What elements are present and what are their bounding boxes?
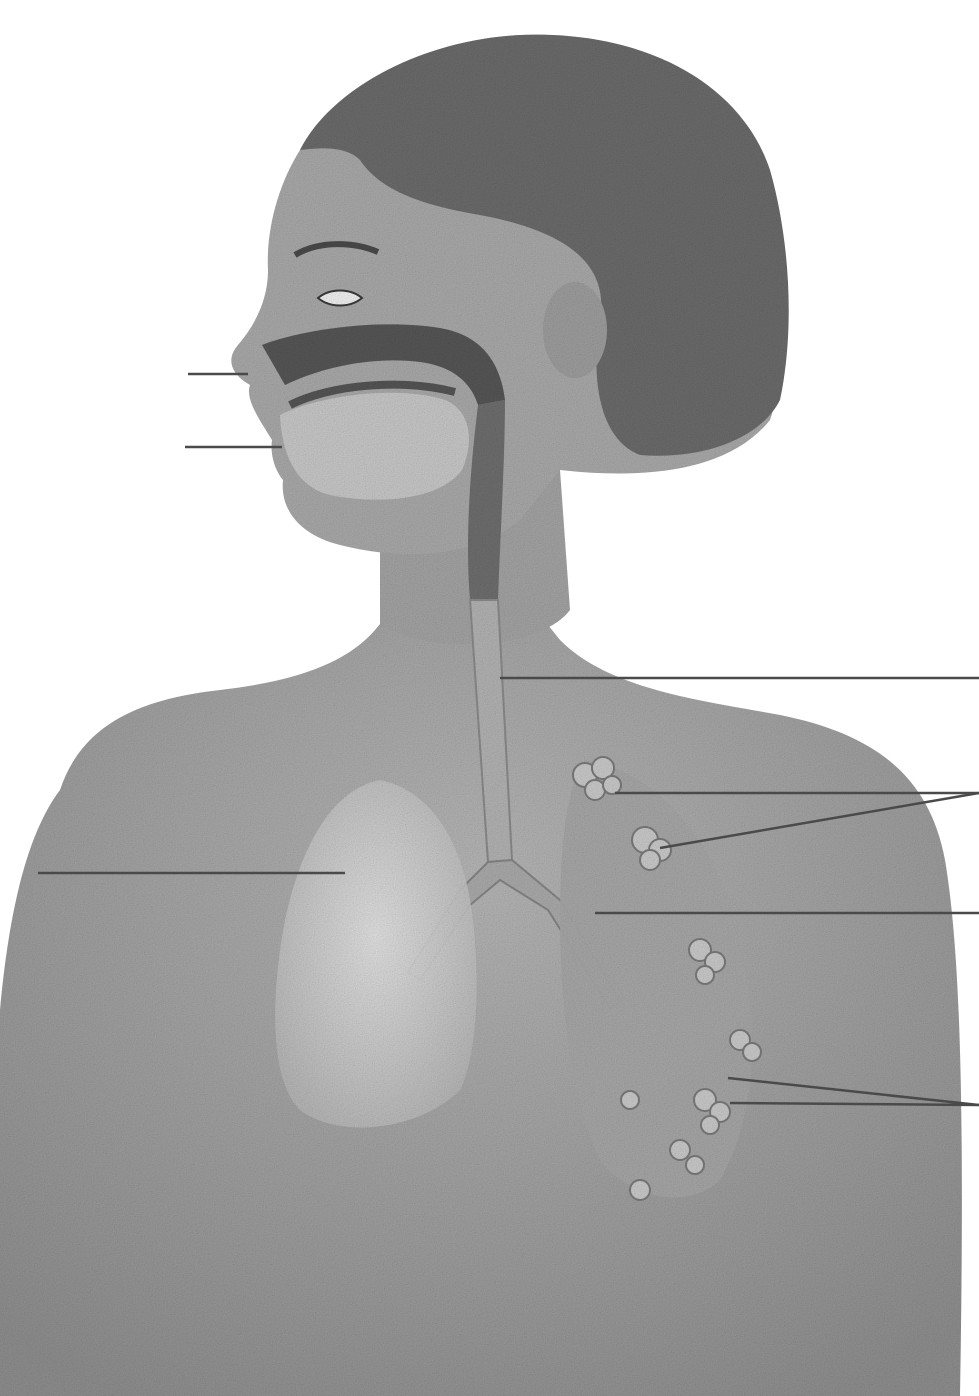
body-illustration [0, 35, 962, 1396]
eye [318, 291, 362, 306]
mouth-cavity [280, 393, 469, 500]
ear [543, 282, 607, 378]
